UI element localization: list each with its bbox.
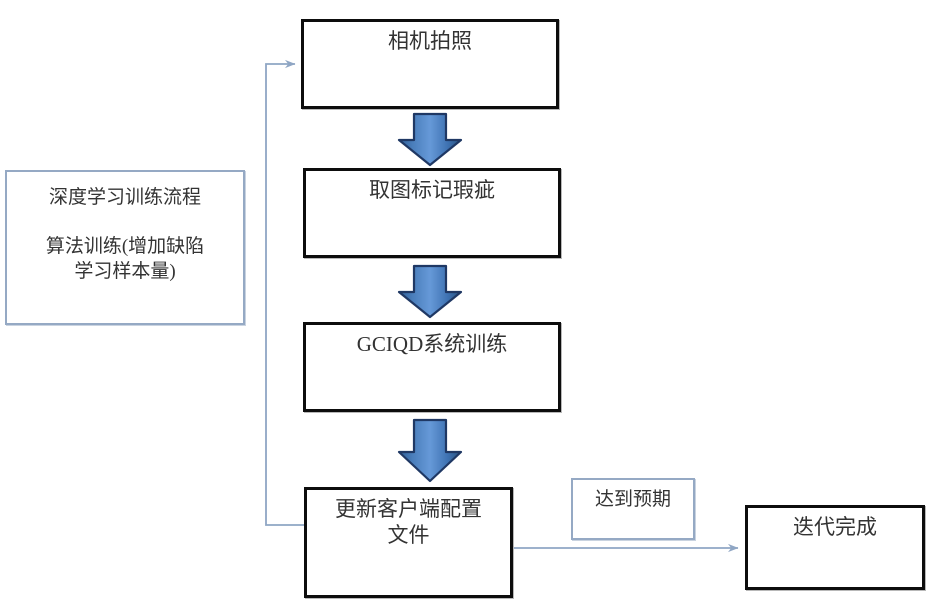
arrow-camera-to-mark-defects — [397, 112, 463, 167]
arrow-mark-defects-to-gciqd — [397, 264, 463, 319]
node-iteration-done[interactable]: 迭代完成 — [745, 505, 925, 590]
node-training-info[interactable]: 深度学习训练流程 算法训练(增加缺陷 学习样本量) — [5, 170, 245, 325]
node-camera[interactable]: 相机拍照 — [301, 19, 559, 109]
node-gciqd-training[interactable]: GCIQD系统训练 — [303, 322, 561, 412]
node-iteration-done-label: 迭代完成 — [793, 515, 877, 539]
node-update-config-label: 更新客户端配置 文件 — [335, 497, 482, 547]
node-training-info-label: 深度学习训练流程 算法训练(增加缺陷 学习样本量) — [45, 187, 205, 283]
node-camera-label: 相机拍照 — [388, 29, 472, 53]
node-gciqd-training-label: GCIQD系统训练 — [356, 332, 508, 356]
arrow-update-config-to-camera-loop — [265, 59, 304, 526]
node-update-config[interactable]: 更新客户端配置 文件 — [304, 487, 513, 598]
arrow-gciqd-to-update-config — [397, 418, 463, 483]
node-expected-condition[interactable]: 达到预期 — [571, 478, 695, 540]
node-mark-defects-label: 取图标记瑕疵 — [369, 178, 495, 202]
node-mark-defects[interactable]: 取图标记瑕疵 — [303, 168, 561, 258]
node-expected-condition-label: 达到预期 — [594, 489, 671, 510]
